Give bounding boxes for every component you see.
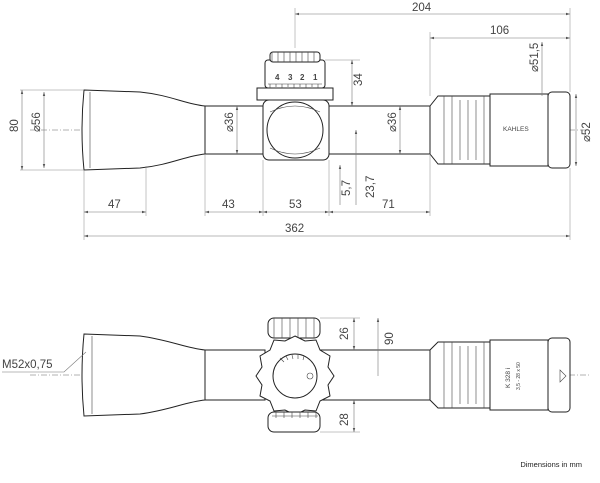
dim-26: 26 (339, 327, 351, 340)
dim-dia-36-front: ⌀36 (224, 112, 236, 132)
turret-number-4: 4 (275, 73, 280, 82)
triangle-marker-icon (559, 369, 567, 383)
elevation-knob-side (267, 317, 321, 339)
dim-71: 71 (382, 199, 395, 211)
dim-dia-36-rear: ⌀36 (387, 112, 399, 132)
windage-knob-side (267, 411, 321, 433)
model-sub-label: 3,5 - 28 x 50 (516, 362, 522, 390)
turret-number-2: 2 (300, 73, 305, 82)
dim-80: 80 (9, 119, 21, 132)
eyepiece-bell-top (81, 89, 206, 171)
model-label: K 328 i (505, 368, 512, 388)
dim-28: 28 (339, 413, 351, 426)
dim-dia-51-5: ⌀51,5 (529, 43, 541, 72)
top-view: 4 3 2 1 KAHLES 204 106 (9, 2, 593, 240)
brand-label-top: KAHLES (503, 126, 529, 133)
dim-43: 43 (222, 199, 235, 211)
dim-362: 362 (285, 223, 304, 235)
objective-housing-side (489, 339, 549, 411)
dim-47: 47 (108, 199, 121, 211)
parallax-knob-top (266, 101, 324, 159)
thread-note: M52x0,75 (2, 359, 53, 371)
dim-34: 34 (353, 73, 365, 86)
main-tube-front-top (204, 105, 266, 155)
objective-housing-top (489, 93, 549, 167)
main-tube-rear-side (319, 349, 431, 401)
side-view: K 328 i 3,5 - 28 x 50 26 90 28 M52x0,75 (2, 317, 590, 433)
turret-number-1: 1 (313, 73, 318, 82)
main-tube-front-side (204, 349, 266, 401)
objective-cap-side (547, 337, 571, 413)
dim-dia-52: ⌀52 (581, 122, 593, 142)
saddle-top (256, 87, 334, 101)
eyepiece-bell-side (81, 333, 206, 417)
dim-23-7: 23,7 (365, 176, 377, 198)
dim-53: 53 (289, 199, 302, 211)
dim-106: 106 (490, 25, 509, 37)
dim-204: 204 (412, 2, 432, 14)
units-footnote: Dimensions in mm (520, 460, 582, 469)
objective-cap-top (547, 91, 571, 169)
side-knob-center (272, 353, 318, 399)
dim-dia-56: ⌀56 (31, 112, 43, 132)
dim-90: 90 (384, 332, 396, 345)
turret-number-3: 3 (288, 73, 293, 82)
main-tube-rear-top (319, 105, 431, 155)
dim-5-7: 5,7 (341, 180, 353, 196)
